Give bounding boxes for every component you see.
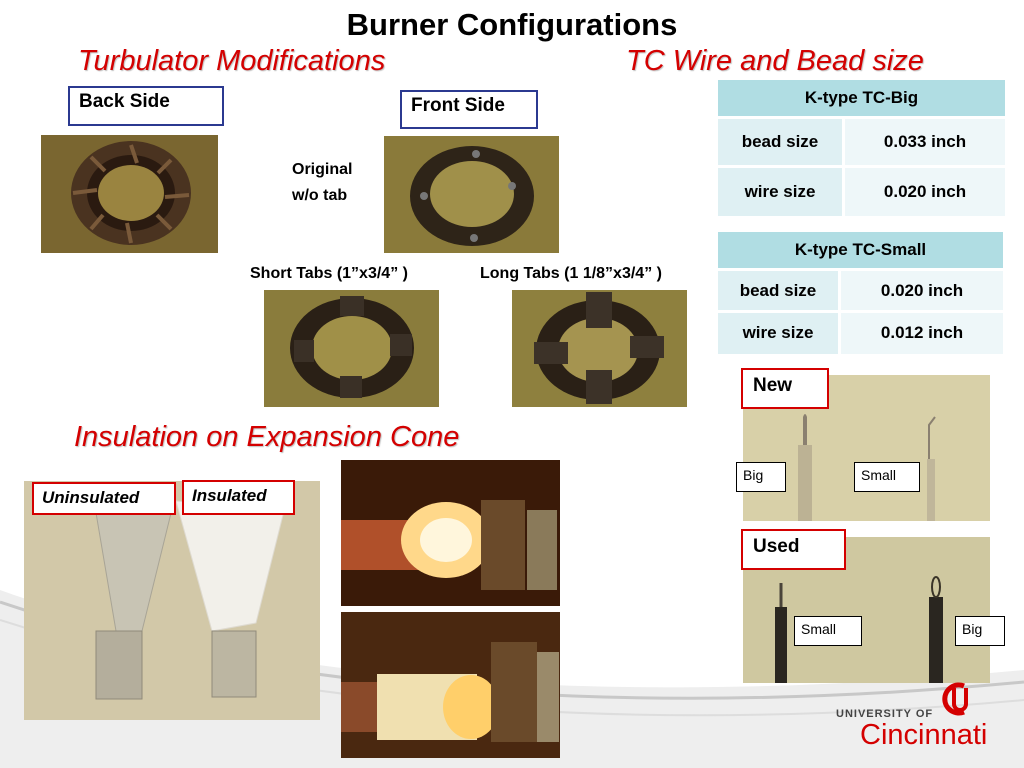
slide-title: Burner Configurations (346, 7, 678, 42)
original-label-line1: Original (292, 161, 353, 178)
front-side-label: Front Side (400, 90, 538, 129)
section-title-turbulator: Turbulator Modifications (78, 45, 386, 77)
tc-small-bead-value: 0.020 inch (839, 268, 1003, 312)
tc-big-wire-label: wire size (718, 165, 845, 216)
back-side-photo (41, 135, 218, 253)
tc-big-title: K-type TC-Big (718, 80, 1005, 119)
long-tabs-label: Long Tabs (1 1/8”x3/4” ) (480, 265, 662, 282)
tc-big-bead-value: 0.033 inch (843, 116, 1005, 167)
uc-seal-icon (934, 682, 974, 716)
tc-small-table: K-type TC-Small bead size 0.020 inch wir… (718, 232, 1003, 354)
logo-cincinnati: Cincinnati (860, 719, 988, 751)
tc-new-photo (743, 375, 990, 521)
section-title-insulation: Insulation on Expansion Cone (74, 421, 460, 453)
tc-small-wire-value: 0.012 inch (839, 310, 1003, 354)
short-tabs-photo (264, 290, 439, 407)
new-small-label: Small (854, 462, 920, 492)
cones-photo (24, 481, 320, 720)
flame-uninsulated-photo (341, 460, 560, 606)
uninsulated-label: Uninsulated (32, 482, 176, 515)
logo-university-of: UNIVERSITY OF (836, 708, 934, 720)
tc-small-title: K-type TC-Small (718, 232, 1003, 271)
tc-big-wire-value: 0.020 inch (843, 165, 1005, 216)
tc-big-table: K-type TC-Big bead size 0.033 inch wire … (718, 80, 1005, 216)
short-tabs-label: Short Tabs (1”x3/4” ) (250, 265, 408, 282)
used-big-label: Big (955, 616, 1005, 646)
long-tabs-photo (512, 290, 687, 407)
new-big-label: Big (736, 462, 786, 492)
tc-big-bead-label: bead size (718, 116, 845, 167)
section-title-tc: TC Wire and Bead size (626, 45, 924, 77)
original-label-line2: w/o tab (292, 187, 348, 204)
used-small-label: Small (794, 616, 862, 646)
front-side-photo (384, 136, 559, 253)
used-label: Used (741, 529, 846, 570)
tc-small-wire-label: wire size (718, 310, 841, 354)
insulated-label: Insulated (182, 480, 295, 515)
flame-insulated-photo (341, 612, 560, 758)
back-side-label: Back Side (68, 86, 224, 126)
new-label: New (741, 368, 829, 409)
tc-small-bead-label: bead size (718, 268, 841, 312)
